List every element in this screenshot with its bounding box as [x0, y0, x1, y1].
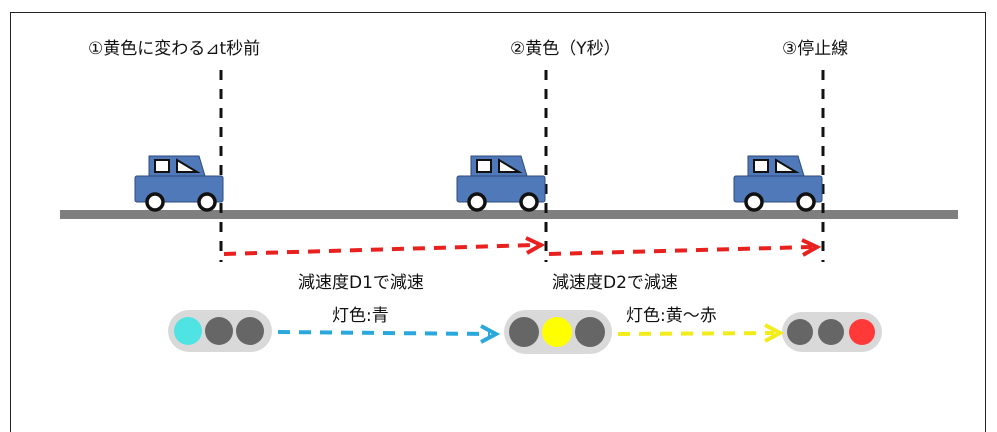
road	[60, 210, 958, 219]
car-icon	[455, 154, 547, 212]
point1-label: ①黄色に変わる⊿t秒前	[88, 39, 261, 59]
yellow-arrow	[617, 323, 785, 343]
red-arrow-1	[223, 236, 546, 256]
traffic-light-icon	[782, 312, 882, 352]
red-arrow-2	[548, 238, 822, 257]
light2-label: 灯色:黄～赤	[626, 306, 717, 326]
car-icon	[732, 154, 824, 212]
light1-label: 灯色:青	[332, 306, 389, 326]
traffic-light-icon	[504, 310, 612, 354]
blue-arrow	[277, 324, 501, 344]
point3-label: ③停止線	[782, 39, 849, 59]
traffic-light-icon	[168, 310, 272, 352]
car-icon	[133, 154, 225, 212]
diagram-frame	[10, 12, 986, 432]
point2-label: ②黄色（Y秒）	[510, 39, 621, 59]
decel2-label: 減速度D2で減速	[552, 273, 678, 293]
decel1-label: 減速度D1で減速	[298, 273, 424, 293]
diagram-canvas	[60, 70, 958, 354]
